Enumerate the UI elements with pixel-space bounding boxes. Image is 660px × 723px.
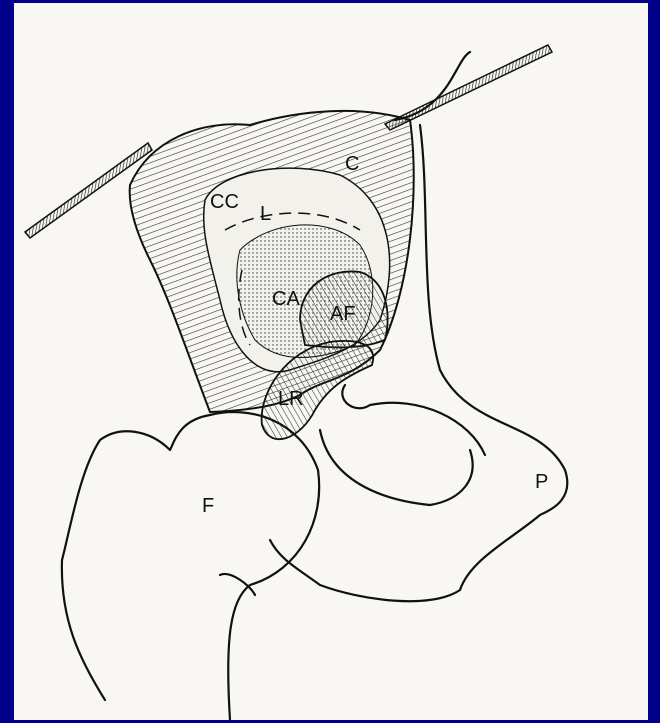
label-lr: LR [278, 388, 304, 410]
label-p: P [535, 471, 548, 493]
label-f: F [202, 495, 214, 517]
label-cc: CC [210, 191, 239, 213]
pelvis-inner-curve [320, 385, 485, 505]
right-retractor [385, 45, 552, 130]
label-af: AF [330, 303, 356, 325]
label-c: C [345, 153, 359, 175]
label-l: L [260, 203, 271, 225]
label-ca: CA [272, 288, 300, 310]
femur-outline [62, 412, 319, 720]
hip-anatomy-illustration: C CC L CA AF LR F P [14, 3, 648, 720]
illustration-panel: C CC L CA AF LR F P [14, 3, 648, 720]
